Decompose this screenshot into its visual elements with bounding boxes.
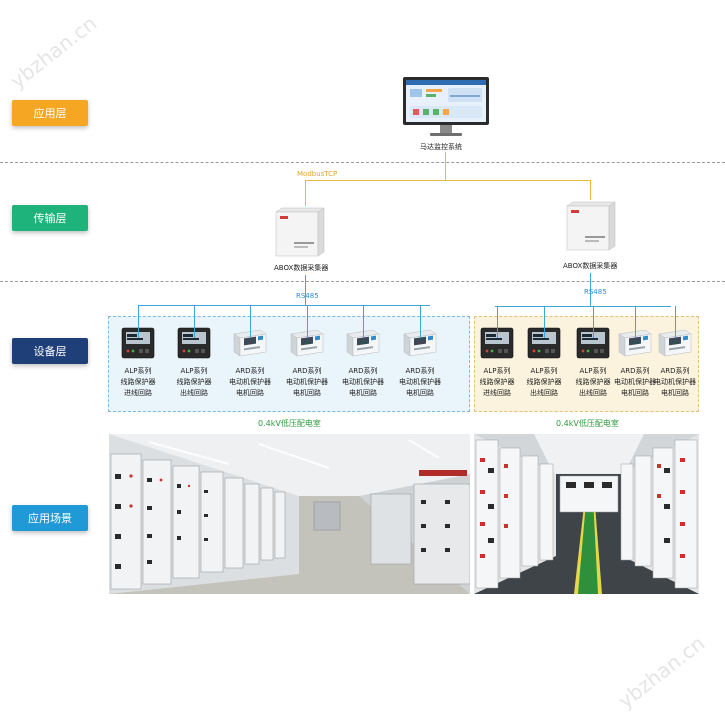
device-label-l3: 电机回路: [406, 389, 434, 397]
device-label-l2: 线路保护器: [526, 378, 562, 386]
device-label-l1: ARD系列: [292, 367, 322, 375]
device-label-l1: ARD系列: [660, 367, 690, 375]
collector-left-label: ABOX数据采集器: [274, 264, 329, 272]
alp-protector-icon: [176, 326, 212, 360]
rs485-drop-line: [138, 305, 139, 338]
rs485-right-label: RS485: [584, 288, 607, 296]
device-label-l1: ARD系列: [235, 367, 265, 375]
rs485-drop-line: [250, 305, 251, 338]
device-label-l3: 电机回路: [236, 389, 264, 397]
rs485-drop-line: [363, 305, 364, 338]
rs485-drop-line: [307, 305, 308, 338]
monitor-icon: [402, 76, 490, 138]
device-label-l1: ARD系列: [620, 367, 650, 375]
device-label-l1: ARD系列: [348, 367, 378, 375]
switchgear-room-photo-right: [474, 434, 699, 594]
device-label-l1: ARD系列: [405, 367, 435, 375]
device-item: ARD系列电动机保护器电机回路: [611, 326, 659, 399]
device-label-l3: 电机回路: [349, 389, 377, 397]
rs485-drop-line: [635, 306, 636, 338]
ard-motor-protector-icon: [402, 326, 438, 360]
watermark-bottom: ybzhan.cn: [613, 630, 710, 714]
monitor-label: 马达监控系统: [420, 143, 462, 151]
separator-transport: [0, 281, 725, 282]
modbus-line-vertical: [445, 152, 446, 180]
application-layer-badge: 应用层: [12, 100, 88, 126]
device-label-l2: 电动机保护器: [614, 378, 656, 386]
modbus-line-horizontal: [305, 180, 591, 181]
device-label-l2: 电动机保护器: [654, 378, 696, 386]
rs485-left-horizontal: [138, 305, 430, 306]
device-item: ALP系列线路保护器出线回路: [520, 326, 568, 399]
device-item: ALP系列线路保护器出线回路: [569, 326, 617, 399]
device-label-l2: 电动机保护器: [399, 378, 441, 386]
switchgear-room-photo-left: [109, 434, 470, 594]
device-item: ALP系列线路保护器出线回路: [170, 326, 218, 399]
alp-protector-icon: [120, 326, 156, 360]
device-label-l1: ALP系列: [483, 367, 511, 375]
modbus-line-left-drop: [305, 180, 306, 206]
device-label-l1: ALP系列: [124, 367, 152, 375]
device-label-l2: 电动机保护器: [286, 378, 328, 386]
device-item: ARD系列电动机保护器电机回路: [283, 326, 331, 399]
rs485-drop-line: [194, 305, 195, 338]
device-layer-badge: 设备层: [12, 338, 88, 364]
rs485-right-vertical: [590, 273, 591, 306]
device-item: ALP系列线路保护器进线回路: [114, 326, 162, 399]
ard-motor-protector-icon: [617, 326, 653, 360]
device-label-l3: 进线回路: [124, 389, 152, 397]
collector-right-icon: [563, 200, 619, 256]
rs485-drop-line: [675, 306, 676, 338]
device-label-l3: 出线回路: [530, 389, 558, 397]
rs485-left-vertical: [305, 275, 306, 305]
rs485-drop-line: [497, 306, 498, 338]
device-label-l1: ALP系列: [530, 367, 558, 375]
rs485-drop-line: [544, 306, 545, 338]
rs485-left-label: RS485: [296, 292, 319, 300]
alp-protector-icon: [575, 326, 611, 360]
device-label-l3: 电机回路: [293, 389, 321, 397]
device-label-l2: 线路保护器: [575, 378, 611, 386]
device-label-l1: ALP系列: [180, 367, 208, 375]
device-panel-left: [108, 316, 470, 412]
rs485-right-horizontal: [495, 306, 671, 307]
alp-protector-icon: [479, 326, 515, 360]
rs485-drop-line: [420, 305, 421, 338]
scenario-layer-badge: 应用场景: [12, 505, 88, 531]
device-label-l2: 线路保护器: [479, 378, 515, 386]
collector-right-label: ABOX数据采集器: [563, 262, 618, 270]
device-item: ARD系列电动机保护器电机回路: [396, 326, 444, 399]
device-label-l3: 电机回路: [621, 389, 649, 397]
collector-left-icon: [272, 206, 328, 262]
device-label-l2: 线路保护器: [176, 378, 212, 386]
device-label-l3: 电机回路: [661, 389, 689, 397]
watermark-top: ybzhan.cn: [5, 10, 102, 94]
device-label-l3: 出线回路: [579, 389, 607, 397]
device-label-l3: 进线回路: [483, 389, 511, 397]
modbus-label: ModbusTCP: [297, 170, 338, 178]
device-label-l3: 出线回路: [180, 389, 208, 397]
device-label-l1: ALP系列: [579, 367, 607, 375]
device-label-l2: 电动机保护器: [342, 378, 384, 386]
rs485-drop-line: [593, 306, 594, 338]
device-label-l2: 线路保护器: [120, 378, 156, 386]
alp-protector-icon: [526, 326, 562, 360]
room-label-left: 0.4kV低压配电室: [258, 419, 321, 428]
modbus-line-right-drop: [590, 180, 591, 200]
device-label-l2: 电动机保护器: [229, 378, 271, 386]
separator-application: [0, 162, 725, 163]
room-label-right: 0.4kV低压配电室: [556, 419, 619, 428]
device-item: ALP系列线路保护器进线回路: [473, 326, 521, 399]
transport-layer-badge: 传输层: [12, 205, 88, 231]
